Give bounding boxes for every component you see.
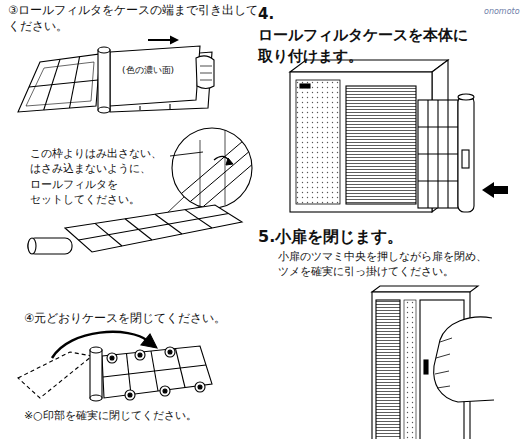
filter-case-closing [18, 332, 212, 401]
step-heading: 4.ロールフィルタケースを本体に 取り付けます。 [258, 4, 483, 67]
filter-case-open [18, 46, 214, 113]
insert-arrow [482, 182, 508, 198]
callout-note: この枠よりはみ出さない、 はさみ込まないように、 ロールフィルタを セットしてく… [30, 146, 168, 208]
surface-note: (色の濃い面) [121, 64, 175, 77]
air-purifier-unit [290, 60, 474, 212]
step-instruction: ④元どおりケースを閉じてください。 [24, 310, 226, 326]
step-instruction: ③ロールフィルタをケースの端まで引き出して ください。 [8, 2, 261, 34]
filter-frame [28, 205, 242, 254]
step-heading: 5.小扉を閉じます。 [258, 226, 403, 248]
pull-arrow [148, 36, 179, 45]
footnote: ※○印部を確実に閉じてください。 [24, 408, 197, 423]
door-closing-unit [372, 286, 494, 439]
step-instruction: 小扉のツマミ中央を押しながら扉を閉め、 ツメを確実に引っ掛けてください。 [278, 249, 484, 278]
watermark: onomoto [484, 6, 520, 17]
zoom-detail [166, 128, 262, 218]
